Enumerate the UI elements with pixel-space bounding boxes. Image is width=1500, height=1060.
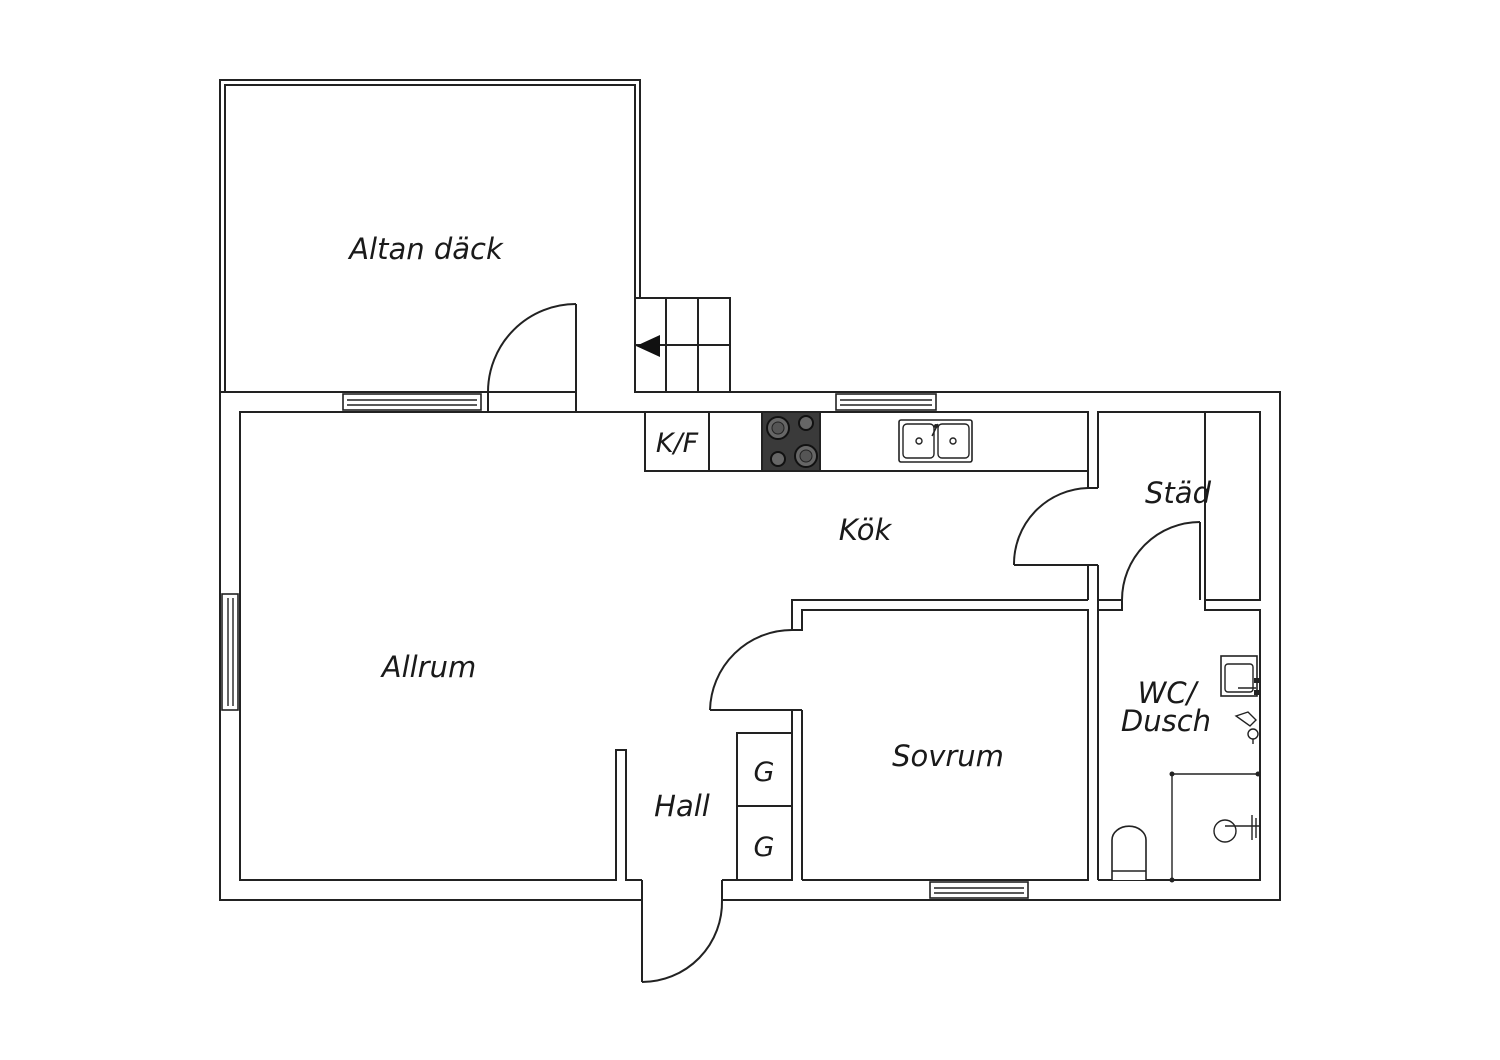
window-deck (342, 393, 482, 411)
room-label-altan: Altan däck (347, 232, 504, 266)
window-sovrum (929, 881, 1029, 899)
room-label-sovrum: Sovrum (892, 739, 1004, 773)
room-label-hall: Hall (654, 789, 710, 823)
sink-icon (898, 419, 973, 463)
room-label-wc-line2: Dusch (1121, 704, 1211, 738)
window-kitchen (835, 393, 937, 411)
window-allrum (221, 593, 239, 711)
door-entrance (641, 880, 724, 983)
deck (219, 79, 641, 392)
room-label-allrum: Allrum (380, 650, 477, 684)
stair-direction-arrow-icon (636, 335, 660, 357)
room-label-wc-line1: WC/ (1138, 676, 1200, 710)
shower-icon (1169, 771, 1261, 883)
room-label-kok: Kök (839, 513, 893, 547)
wardrobe-2-label: G (754, 832, 775, 863)
washbasin-icon (1220, 655, 1259, 697)
door-deck (487, 303, 577, 412)
stove-icon (761, 411, 821, 472)
door-sovrum (709, 629, 793, 711)
door-wc (1121, 521, 1201, 601)
mixer-tap-icon (1234, 711, 1259, 744)
door-stad (1012, 487, 1098, 566)
kitchen-counter: K/F (644, 411, 1089, 472)
fridge-freezer-label: K/F (656, 428, 699, 459)
toilet-icon (1111, 825, 1147, 880)
stairs (634, 297, 731, 393)
wardrobe-1-label: G (754, 757, 775, 788)
room-label-stad: Städ (1145, 476, 1212, 510)
wardrobes: G G (736, 732, 793, 881)
